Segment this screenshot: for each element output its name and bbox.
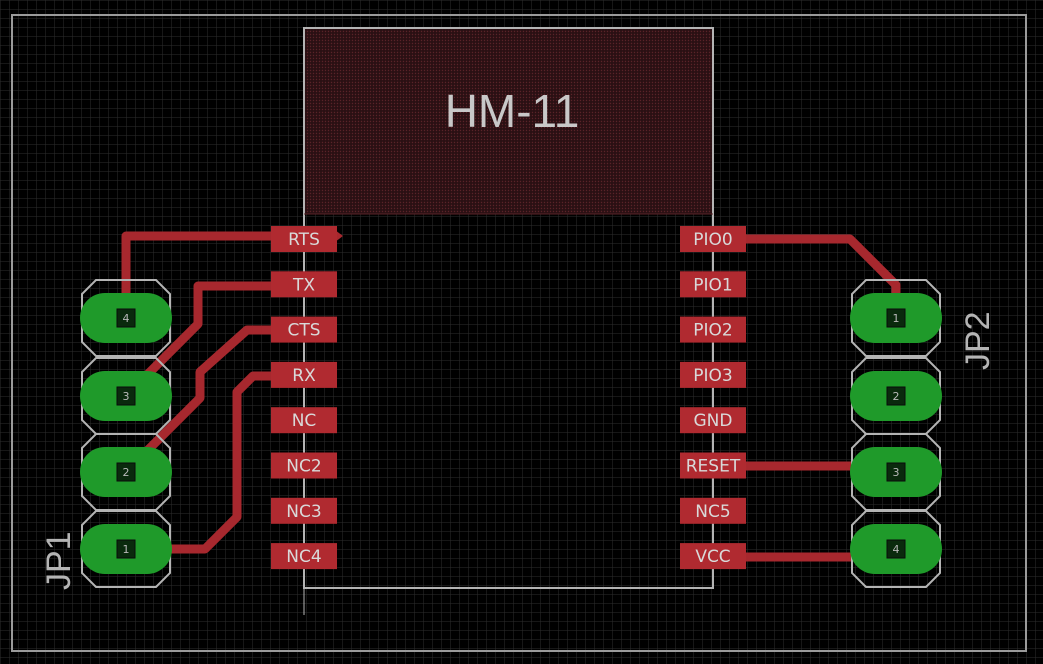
pad-label-pio3: PIO3 <box>693 366 732 386</box>
pad-label-rts: RTS <box>288 230 320 250</box>
pad-label-nc5: NC5 <box>695 502 730 522</box>
smd-pad-pio0[interactable] <box>680 226 746 252</box>
drill-hole <box>886 386 906 406</box>
drill-hole <box>116 462 136 482</box>
trace-tx[interactable] <box>121 281 310 401</box>
pad-label-vcc: VCC <box>695 547 730 567</box>
module-outline[interactable] <box>303 27 714 589</box>
pad-label-pio0: PIO0 <box>693 230 732 250</box>
drill-hole <box>116 539 136 559</box>
drill-hole <box>886 308 906 328</box>
header-jp2[interactable]: 1 2 3 4 <box>850 279 942 588</box>
trace-rts[interactable] <box>121 231 340 323</box>
smd-pad-nc4[interactable] <box>271 543 337 570</box>
pin-number: 4 <box>893 543 900 556</box>
header-jp1[interactable]: 4 3 2 1 <box>80 279 172 588</box>
smd-pad-pio2[interactable] <box>680 316 746 343</box>
pin-number: 1 <box>893 312 900 325</box>
smd-pad-pio1[interactable] <box>680 271 746 298</box>
pad-label-nc4: NC4 <box>286 547 321 567</box>
smd-pad-nc3[interactable] <box>271 497 337 524</box>
smd-pad-pio3[interactable] <box>680 361 746 388</box>
smd-pad-vcc[interactable] <box>680 543 746 570</box>
pad-label-nc3: NC3 <box>286 502 321 522</box>
drill-hole <box>116 386 136 406</box>
pad-label-cts: CTS <box>287 321 320 341</box>
smd-pad-tx[interactable] <box>271 271 337 298</box>
pad-label-rx: RX <box>292 366 316 386</box>
smd-pad-reset[interactable] <box>680 452 746 479</box>
smd-pad-cts[interactable] <box>271 316 337 343</box>
module-name: HM-11 <box>445 85 580 137</box>
smd-pad-rts[interactable] <box>271 226 337 252</box>
pad-label-tx: TX <box>292 275 315 295</box>
pad-label-nc: NC <box>292 411 317 431</box>
smd-pad-gnd[interactable] <box>680 407 746 434</box>
pin-number: 3 <box>123 390 130 403</box>
drill-hole <box>886 539 906 559</box>
pin-number: 1 <box>123 543 130 556</box>
drill-hole <box>116 308 136 328</box>
trace-rx[interactable] <box>121 371 310 554</box>
pin-number: 2 <box>123 466 130 479</box>
antenna-keepout-area <box>304 28 713 214</box>
pad-label-nc2: NC2 <box>286 457 321 477</box>
smd-pad-nc2[interactable] <box>271 452 337 479</box>
pad-label-reset: RESET <box>686 457 741 477</box>
pad-label-pio1: PIO1 <box>693 275 732 295</box>
header-jp1-label: JP1 <box>40 531 78 590</box>
smd-pad-nc[interactable] <box>271 407 337 434</box>
smd-pad-nc5[interactable] <box>680 497 746 524</box>
pin-number: 4 <box>123 312 130 325</box>
pin-number: 3 <box>893 466 900 479</box>
header-jp2-label: JP2 <box>959 311 997 370</box>
pin-number: 2 <box>893 390 900 403</box>
smd-pad-rx[interactable] <box>271 361 337 388</box>
board-outline <box>11 14 1027 652</box>
trace-cts[interactable] <box>121 325 310 477</box>
pad-label-gnd: GND <box>694 411 733 431</box>
pad-label-pio2: PIO2 <box>693 321 732 341</box>
drill-hole <box>886 462 906 482</box>
